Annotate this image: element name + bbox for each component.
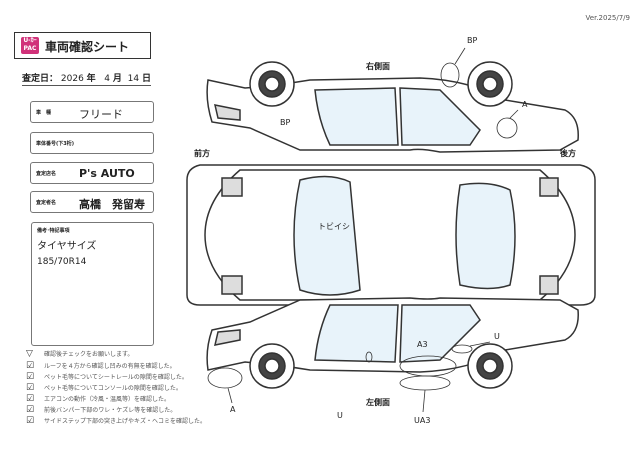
label-rear: 後方 bbox=[560, 149, 576, 158]
annotation: U bbox=[337, 411, 343, 420]
damage-marks bbox=[207, 47, 519, 413]
checklist-item[interactable]: ☑エアコンの動作（冷風・温風等）を確認した。 bbox=[26, 394, 171, 404]
notes-line: 185/70R14 bbox=[37, 257, 87, 267]
annotation: トビイシ bbox=[318, 222, 350, 231]
field-chassis-number[interactable]: 車体番号(下3桁) bbox=[30, 132, 154, 154]
checkbox-checked-icon: ☑ bbox=[26, 383, 35, 393]
field-value: フリード bbox=[79, 108, 123, 121]
annotation: UA3 bbox=[414, 416, 431, 425]
triangle-icon: ▽ bbox=[26, 349, 33, 359]
checklist-item[interactable]: ☑ペット毛等についてシートレールの隙間を確認した。 bbox=[26, 372, 188, 382]
field-label: 車体番号(下3桁) bbox=[36, 141, 75, 147]
label-right-side: 右側面 bbox=[366, 62, 390, 71]
checkbox-checked-icon: ☑ bbox=[26, 416, 35, 426]
car-top-view bbox=[186, 164, 596, 306]
checkbox-checked-icon: ☑ bbox=[26, 372, 35, 382]
annotation: A3 bbox=[417, 340, 428, 349]
version: Ver.2025/7/9 bbox=[585, 14, 630, 22]
checkbox-checked-icon: ☑ bbox=[26, 405, 35, 415]
annotation: A bbox=[522, 100, 528, 109]
checklist-header: ▽確認後チェックをお願いします。 bbox=[26, 349, 134, 359]
checkbox-checked-icon: ☑ bbox=[26, 394, 35, 404]
annotation: BP bbox=[280, 118, 291, 127]
checklist-item[interactable]: ☑ペット毛等についてコンソールの隙間を確認した。 bbox=[26, 383, 182, 393]
label-front: 前方 bbox=[194, 149, 210, 158]
checklist-item[interactable]: ☑前後バンパー下部のワレ・ケズレ等を確認した。 bbox=[26, 405, 177, 415]
field-label: 車 種 bbox=[36, 110, 52, 116]
annotation: A bbox=[230, 405, 236, 414]
field-value: 高橋 発留寿 bbox=[79, 198, 145, 211]
annotation: U bbox=[494, 332, 500, 341]
car-left-side-view bbox=[206, 297, 579, 389]
notes-line: タイヤサイズ bbox=[37, 241, 97, 252]
inspection-date: 査定日： 2026 年 4 月 14 日 bbox=[22, 71, 151, 86]
field-shop-name[interactable]: 査定店名 P's AUTO bbox=[30, 162, 154, 184]
page-title: 車両確認シート bbox=[45, 40, 130, 54]
annotation: BP bbox=[467, 36, 478, 45]
notes-label: 備考･特記事項 bbox=[37, 228, 70, 234]
field-label: 査定者名 bbox=[36, 200, 57, 206]
label-left-side: 左側面 bbox=[366, 398, 390, 407]
checkbox-checked-icon: ☑ bbox=[26, 361, 35, 371]
checklist-item[interactable]: ☑サイドステップ下部の突き上げやキズ・ヘコミを確認した。 bbox=[26, 416, 207, 426]
checklist-item[interactable]: ☑ルーフを４方から確認し凹みの有無を確認した。 bbox=[26, 361, 176, 371]
car-right-side-view bbox=[206, 61, 579, 153]
field-car-model[interactable]: 車 種 フリード bbox=[30, 101, 154, 123]
field-inspector-name[interactable]: 査定者名 高橋 発留寿 bbox=[30, 191, 154, 213]
field-value: P's AUTO bbox=[79, 167, 135, 180]
field-label: 査定店名 bbox=[36, 171, 57, 177]
notes-box[interactable]: 備考･特記事項 タイヤサイズ 185/70R14 bbox=[31, 222, 154, 346]
